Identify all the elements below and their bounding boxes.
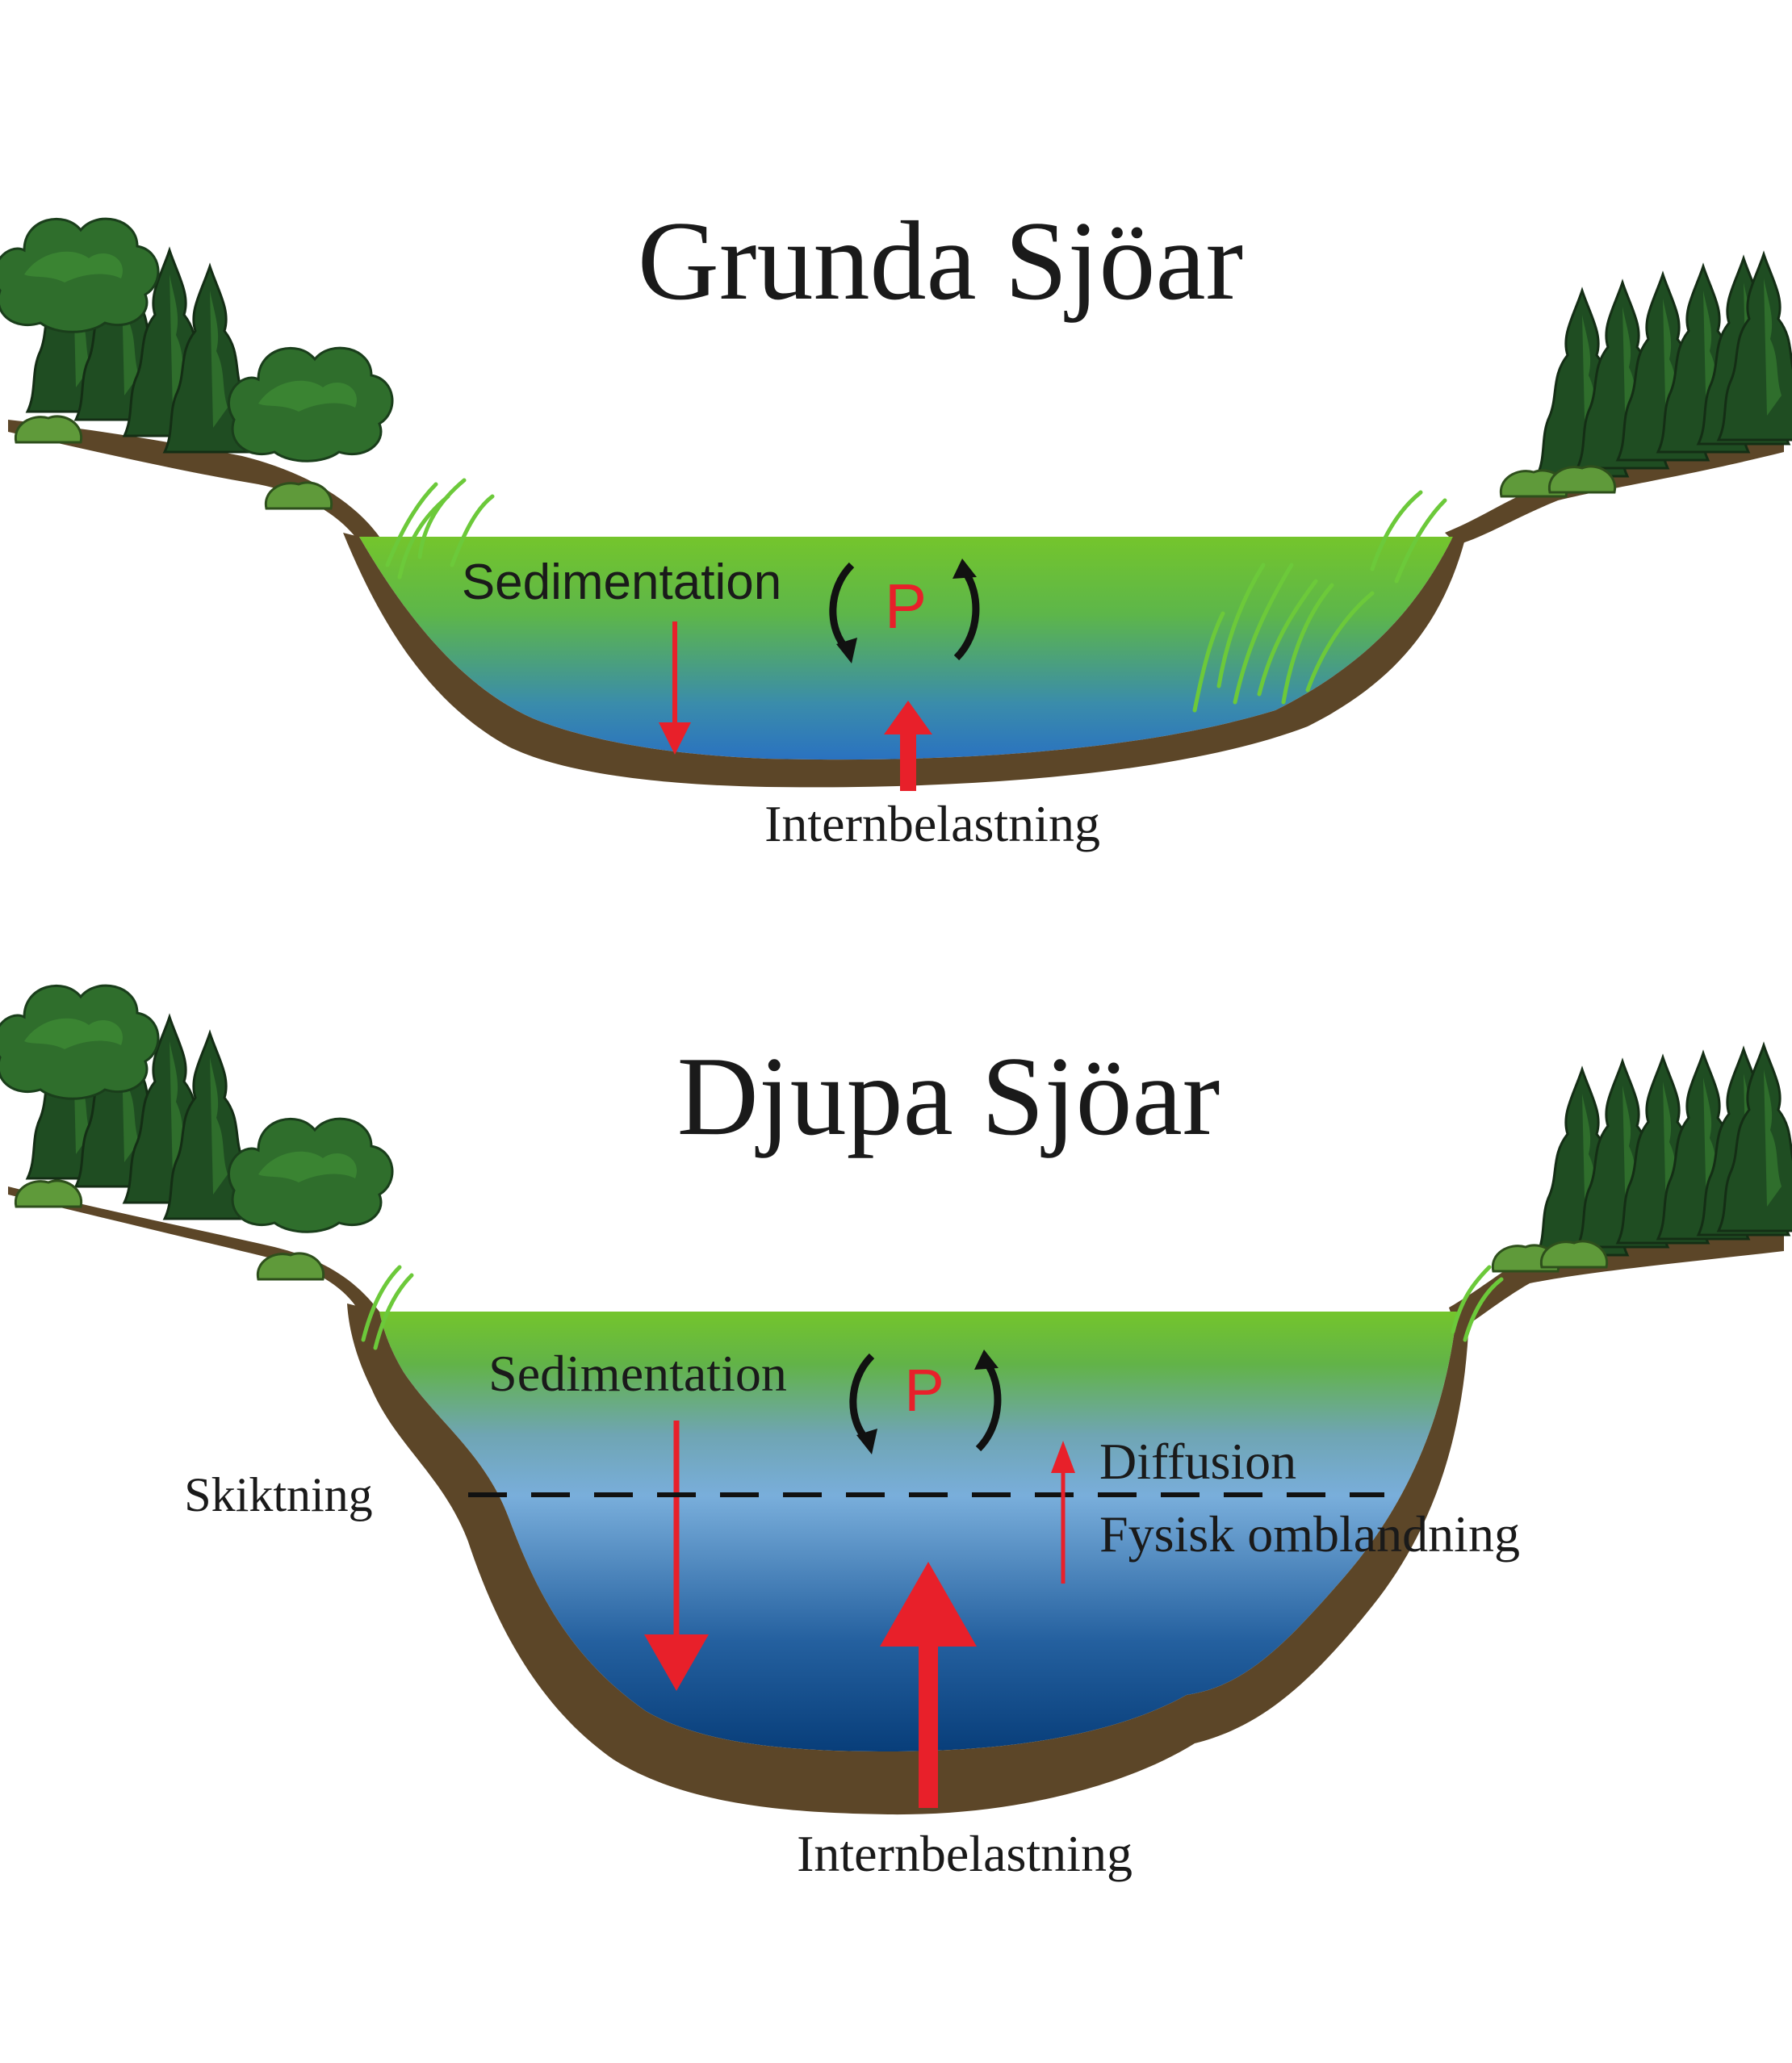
deep-lake-panel: Djupa Sjöar Sedimentation P Skiktning Di… xyxy=(0,984,1792,1882)
mixing-label: Fysisk omblandning xyxy=(1099,1505,1520,1563)
stratification-label: Skiktning xyxy=(184,1468,372,1521)
shallow-phosphorus-label: P xyxy=(885,571,927,642)
shallow-phosphorus-cycle: P xyxy=(829,559,980,663)
deep-phosphorus-cycle: P xyxy=(849,1350,1002,1454)
shallow-internal-load-label: Internbelastning xyxy=(764,795,1100,852)
shallow-lake-title: Grunda Sjöar xyxy=(638,199,1243,324)
shallow-lake-panel: Grunda Sjöar Sedimentation P Internbelas… xyxy=(0,199,1792,852)
cycle-arrow-down-icon xyxy=(829,562,855,653)
diffusion-arrow xyxy=(1051,1441,1075,1584)
deep-internal-load-label: Internbelastning xyxy=(797,1825,1133,1882)
deep-reeds xyxy=(361,1265,1504,1350)
shallow-sedimentation-label: Sedimentation xyxy=(462,554,781,610)
deep-right-trees xyxy=(1491,1044,1792,1273)
left-shore xyxy=(8,420,379,537)
shallow-internal-load-arrow xyxy=(884,701,932,791)
deep-cycle-arrow-up-icon xyxy=(975,1360,1002,1452)
deep-internal-load-arrow xyxy=(880,1562,977,1808)
diffusion-label: Diffusion xyxy=(1099,1433,1296,1490)
shallow-reeds xyxy=(385,478,1447,713)
right-shore xyxy=(1445,436,1784,545)
deep-cycle-arrow-down-icon xyxy=(849,1353,875,1444)
deep-phosphorus-label: P xyxy=(904,1357,944,1424)
shallow-sedimentation-arrow xyxy=(659,621,691,755)
deep-sedimentation-label: Sedimentation xyxy=(488,1345,787,1402)
deep-lake-title: Djupa Sjöar xyxy=(677,1034,1220,1159)
deep-right-shore xyxy=(1449,1231,1784,1332)
deep-sedimentation-arrow xyxy=(644,1421,709,1691)
cycle-arrow-up-icon xyxy=(953,569,980,661)
shallow-water xyxy=(359,537,1453,760)
